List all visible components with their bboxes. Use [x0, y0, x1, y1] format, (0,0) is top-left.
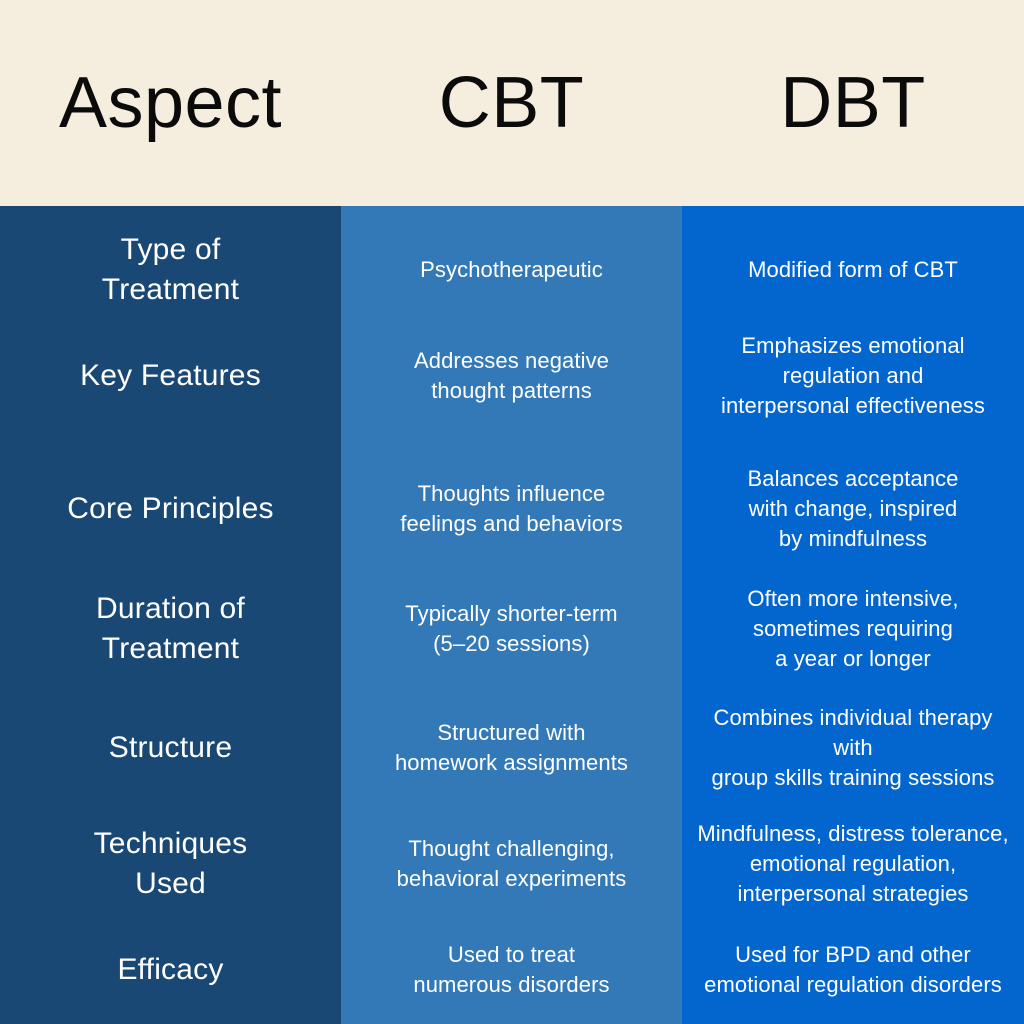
column-header-dbt: DBT [780, 63, 926, 143]
row-label-core-principles: Core Principles [67, 491, 274, 525]
cell-cbt-duration-of-treatment: Typically shorter-term(5–20 sessions) [405, 601, 618, 656]
table-header-band: Aspect CBT DBT [0, 0, 1024, 206]
row-label-structure: Structure [108, 730, 233, 764]
column-background-cbt [341, 206, 682, 1024]
row-label-key-features: Key Features [80, 358, 261, 392]
column-background-dbt [682, 206, 1024, 1024]
cell-cbt-type-of-treatment: Psychotherapeutic [420, 257, 603, 283]
column-header-cbt: CBT [438, 63, 585, 143]
cell-dbt-type-of-treatment: Modified form of CBT [748, 257, 958, 283]
cell-cbt-techniques-used: Thought challenging,behavioral experimen… [396, 836, 627, 891]
row-label-efficacy: Efficacy [117, 952, 224, 986]
column-background-aspect [0, 206, 341, 1024]
column-header-aspect: Aspect [58, 63, 283, 143]
cell-dbt-duration-of-treatment: Often more intensive,sometimes requiring… [747, 586, 959, 671]
cell-dbt-techniques-used: Mindfulness, distress tolerance,emotiona… [697, 821, 1009, 906]
